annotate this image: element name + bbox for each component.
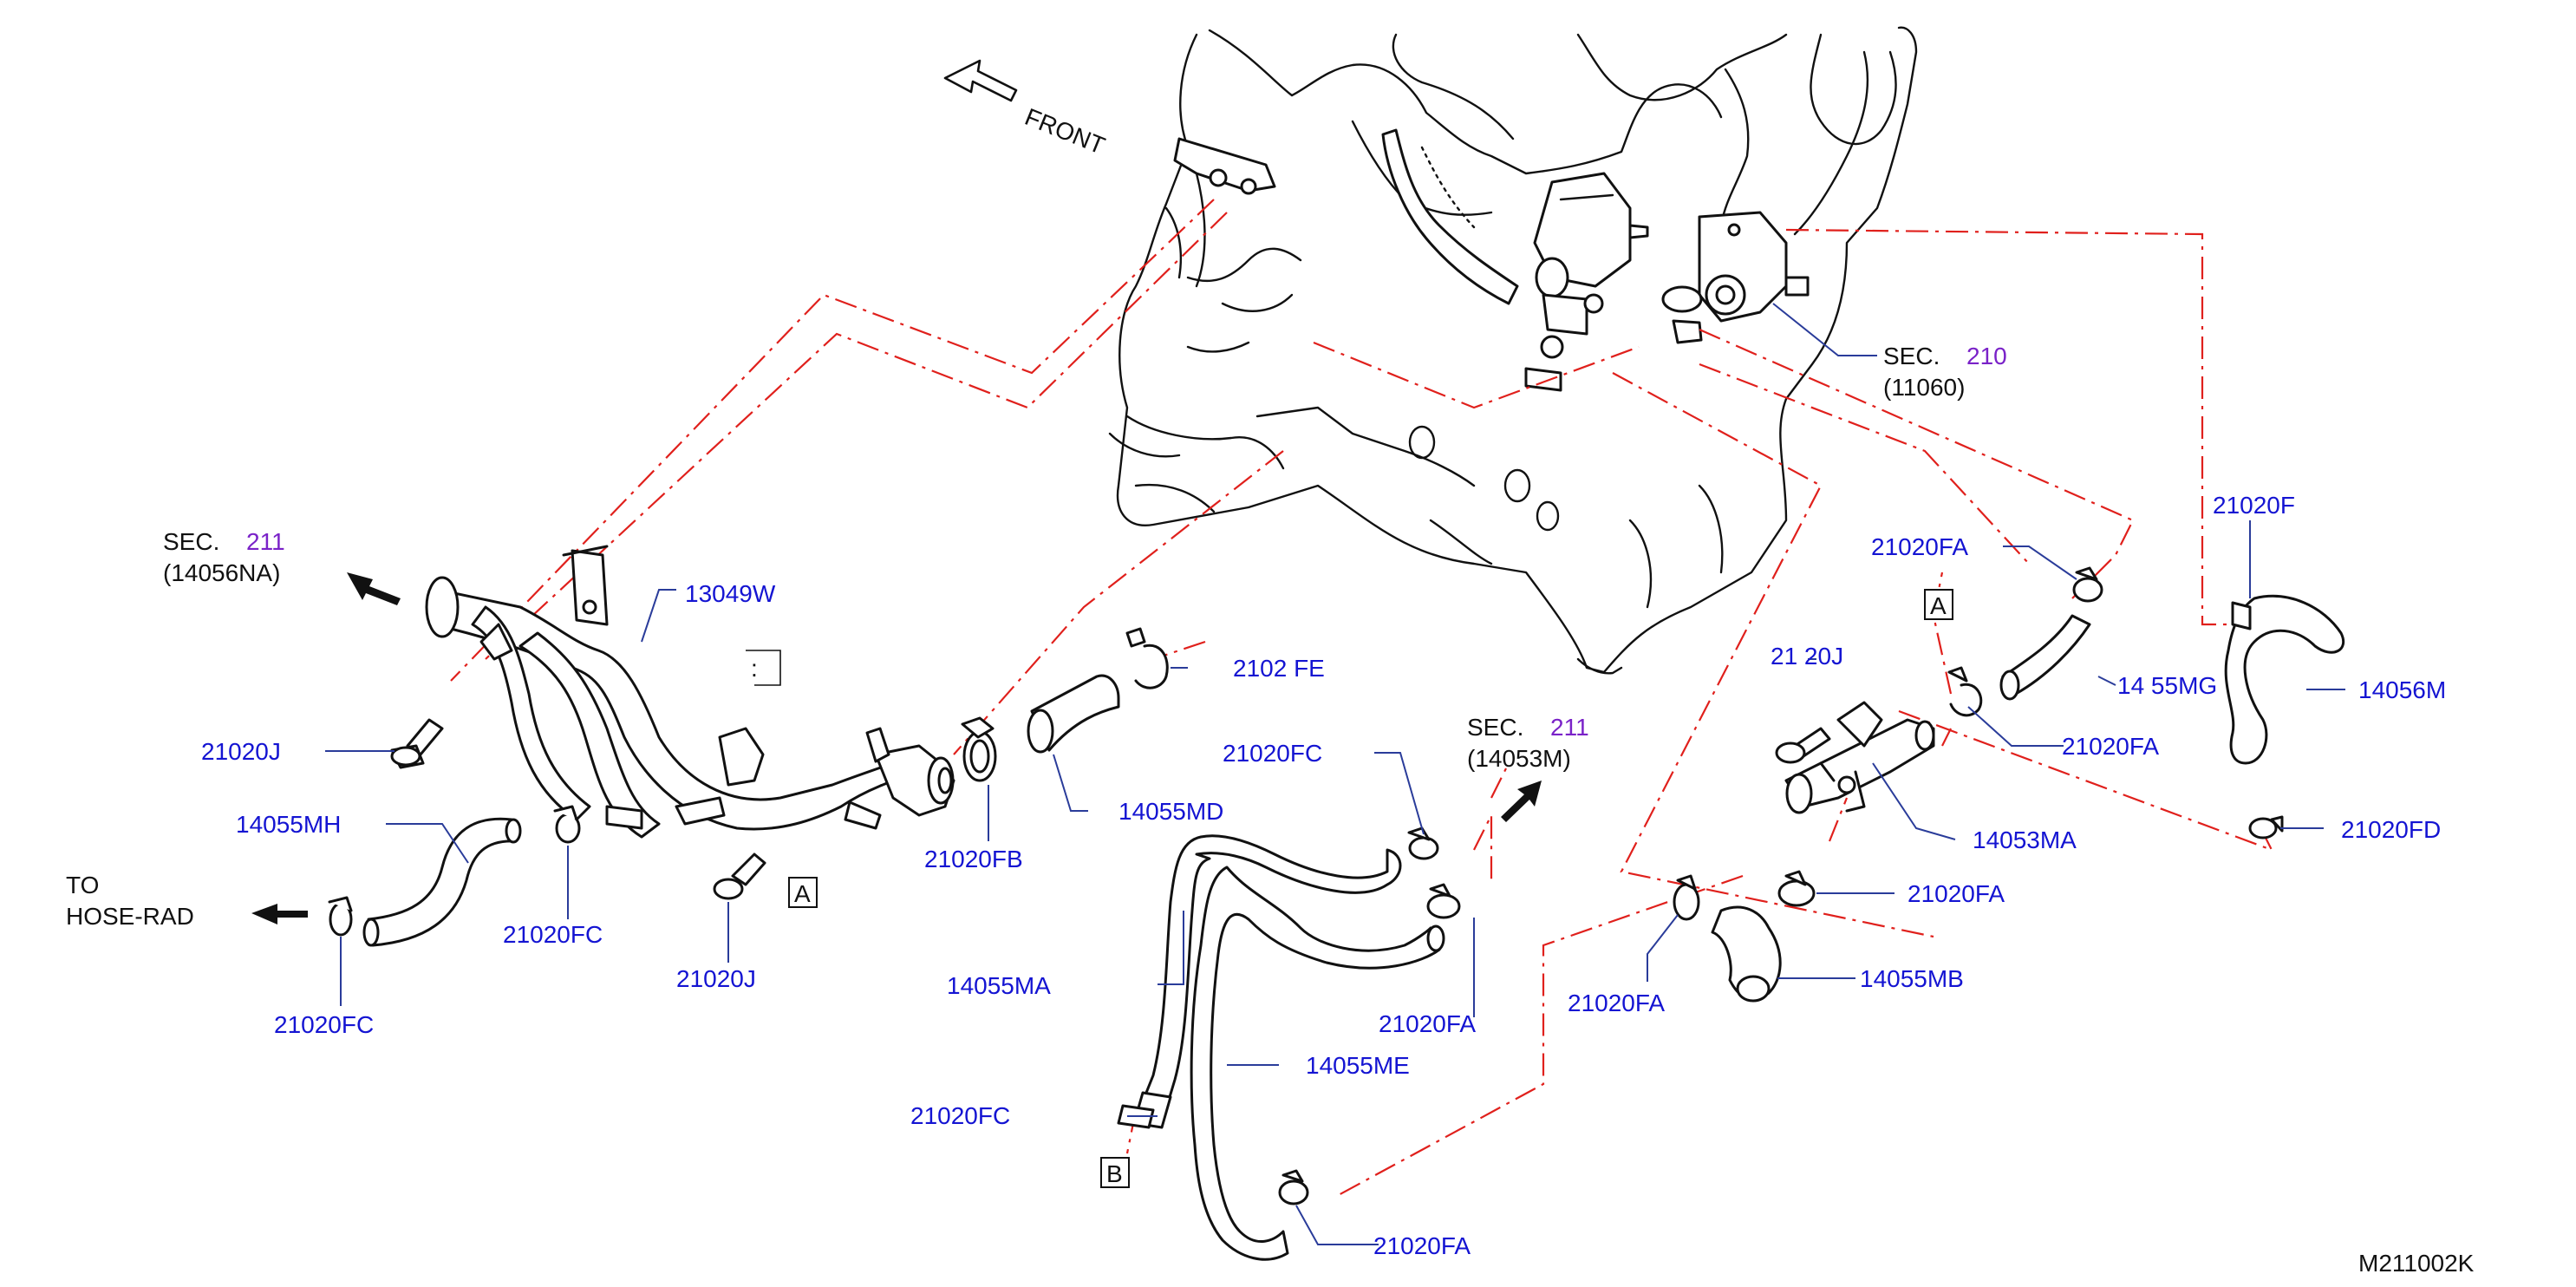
- sec-211-mid-number: 211: [1550, 714, 1589, 741]
- sec-211-mid-sub: (14053M): [1467, 745, 1571, 772]
- label-21020fd: 21020FD: [2341, 816, 2441, 843]
- arrow-to-sec211-left-icon: [347, 572, 401, 605]
- label-21020fa-bottom: 21020FA: [1373, 1232, 1471, 1259]
- label-21020fb: 21020FB: [924, 846, 1023, 872]
- hose-14055mb: [1711, 905, 1782, 1003]
- label-13049w: 13049W: [685, 580, 776, 607]
- hose-14055md: [1027, 674, 1120, 754]
- label-21020fc-b: 21020FC: [274, 1011, 374, 1038]
- label-21020fc-c: 21020FC: [1223, 740, 1322, 767]
- label-14053ma: 14053MA: [1973, 826, 2077, 853]
- sec-210-number: 210: [1966, 343, 2007, 369]
- ref-a-left-text: A: [794, 880, 811, 907]
- label-21020j-right: 21 20J: [1771, 643, 1843, 670]
- label-21020fa-top: 21020FA: [1871, 533, 1968, 560]
- clamp-21020f: [2231, 601, 2252, 630]
- to-hose-rad-line1: TO: [66, 872, 99, 898]
- label-14055mh: 14055MH: [236, 811, 341, 838]
- clamp-21020fa-top: [2072, 566, 2103, 603]
- label-14055ma: 14055MA: [947, 972, 1051, 999]
- ref-box-b-partial: :: [746, 650, 781, 686]
- bolt-21020j-lower: [713, 853, 766, 900]
- hose-14055mh: [362, 817, 522, 947]
- sec-211-left-sub: (14056NA): [163, 559, 280, 586]
- ref-box-a-right: A: [1924, 589, 1953, 620]
- label-21020j-b: 21020J: [676, 965, 756, 992]
- ref-box-a-left: A: [788, 877, 818, 908]
- leader-lines: [325, 303, 2345, 1245]
- clamp-21020fc-mid: [1407, 826, 1439, 860]
- label-21020fc-a: 21020FC: [503, 921, 603, 948]
- label-14055mg: 14 55MG: [2117, 672, 2217, 699]
- bolt-21020j-right: [1775, 727, 1831, 764]
- sec-210-sub: (11060): [1883, 374, 1965, 401]
- hose-14055mg: [1999, 614, 2091, 701]
- label-21020fa-right: 21020FA: [2062, 733, 2159, 760]
- hose-14056m: [2224, 594, 2345, 765]
- arrow-to-hose-rad-icon: [251, 904, 308, 924]
- label-21020fa-r2: 21020FA: [1908, 880, 2005, 907]
- sec-211-left-number: 211: [246, 528, 285, 555]
- diagram-code: M211002K: [2358, 1250, 2475, 1277]
- clamp-21020fd: [2248, 815, 2284, 839]
- clamp-21020fb: [961, 716, 997, 782]
- engine-block: [1108, 26, 1918, 675]
- clamp-21020fa-r2: [1777, 870, 1816, 907]
- label-14055mb: 14055MB: [1860, 965, 1964, 992]
- ref-a-right-text: A: [1930, 592, 1947, 619]
- label-21020fa-mid: 21020FA: [1379, 1010, 1476, 1037]
- clamp-21020fa-bottom: [1278, 1169, 1309, 1205]
- clamp-21020fc-b: [328, 896, 353, 937]
- to-hose-rad-line2: HOSE-RAD: [66, 903, 194, 930]
- clamp-21020fa-right: [1947, 666, 1983, 717]
- label-14055me: 14055ME: [1306, 1052, 1410, 1079]
- label-14056m: 14056M: [2358, 676, 2446, 703]
- ref-box-b: B: [1100, 1157, 1130, 1188]
- bolt-21020j-left: [390, 718, 444, 769]
- label-21020j-a: 21020J: [201, 738, 281, 765]
- arrow-to-sec211-mid-icon: [1501, 781, 1542, 822]
- water-pipe-13049w: [425, 545, 955, 839]
- ref-b-partial-mark: :: [751, 655, 758, 682]
- label-21020fc-d: 21020FC: [910, 1102, 1010, 1129]
- clamp-21020fa-mid: [1426, 883, 1461, 919]
- ref-b-text: B: [1106, 1160, 1123, 1187]
- sec-211-left-prefix: SEC.: [163, 528, 219, 555]
- hose-14055ma: [1132, 834, 1402, 1129]
- clamp-21020fe: [1125, 627, 1169, 689]
- clamp-21020fc-a: [553, 805, 581, 844]
- water-outlet-14053ma: [1784, 701, 1935, 814]
- label-21020f: 21020F: [2213, 492, 2295, 519]
- sec-210-prefix: SEC.: [1883, 343, 1940, 369]
- label-2102-fe: 2102 FE: [1233, 655, 1325, 682]
- sec-211-mid-prefix: SEC.: [1467, 714, 1523, 741]
- label-14055md: 14055MD: [1118, 798, 1223, 825]
- clamp-21020fa-r3: [1673, 874, 1700, 921]
- front-arrow-icon: [943, 59, 1018, 102]
- hose-14055me: [1190, 866, 1445, 1261]
- label-21020fa-r3: 21020FA: [1568, 990, 1665, 1016]
- front-label: FRONT: [1021, 103, 1109, 160]
